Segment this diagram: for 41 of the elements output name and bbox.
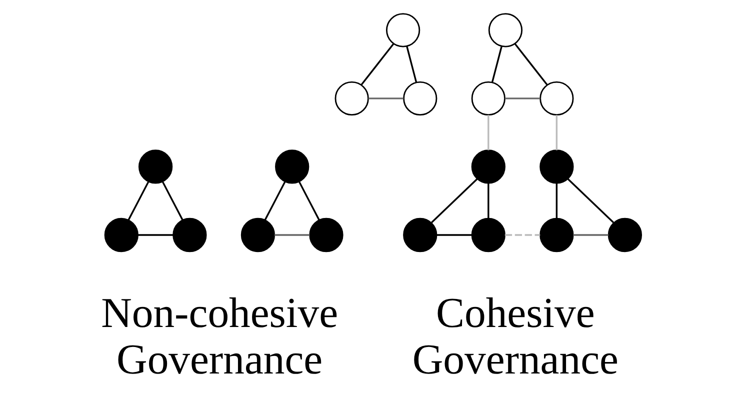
node-circle	[138, 150, 173, 184]
connector	[504, 234, 540, 236]
node-circle	[540, 150, 574, 184]
node-circle	[471, 81, 506, 116]
node-circle	[471, 218, 506, 252]
connector	[573, 234, 608, 236]
node-circle	[104, 218, 138, 252]
connector	[431, 178, 478, 224]
label: Cohesive Governance	[412, 290, 618, 384]
connector	[298, 182, 320, 221]
connector	[274, 234, 310, 236]
node-circle	[403, 218, 438, 252]
node-circle	[540, 218, 574, 252]
node-circle	[471, 150, 506, 184]
node-circle	[403, 81, 438, 116]
connector	[504, 98, 540, 100]
node-circle	[334, 81, 369, 116]
connector	[556, 183, 558, 218]
connector	[162, 182, 184, 221]
connector	[567, 178, 614, 224]
node-circle	[240, 218, 276, 252]
connector	[514, 43, 548, 86]
node-circle	[488, 13, 523, 48]
label: Non-cohesive Governance	[101, 290, 338, 384]
connector	[436, 234, 472, 236]
connector	[488, 183, 490, 218]
node-circle	[608, 218, 642, 252]
connector	[488, 115, 490, 150]
connector	[556, 115, 558, 150]
connector	[491, 46, 502, 82]
connector	[264, 182, 286, 221]
connector	[360, 43, 394, 86]
node-circle	[275, 150, 310, 184]
node-circle	[172, 218, 207, 252]
connector	[368, 98, 404, 100]
connector	[138, 234, 174, 236]
node-circle	[540, 81, 574, 116]
node-circle	[386, 13, 420, 48]
connector	[128, 182, 150, 221]
node-circle	[309, 218, 344, 252]
connector	[406, 46, 418, 82]
